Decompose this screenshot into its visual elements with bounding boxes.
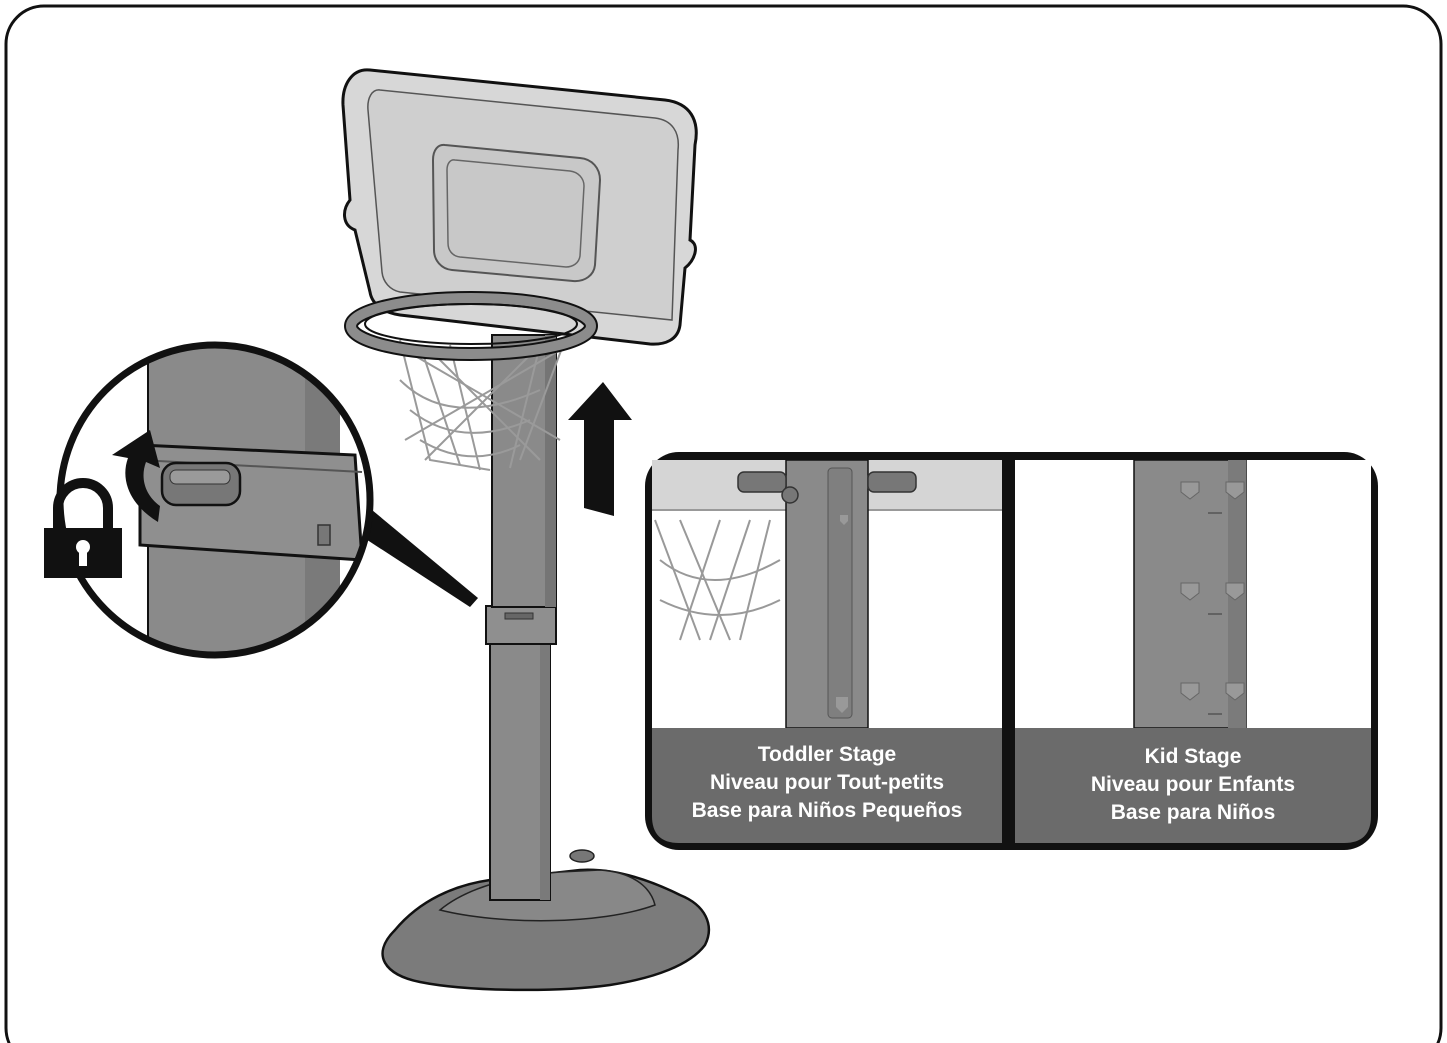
basketball-hoop	[341, 68, 711, 992]
toddler-stage-caption: Toddler Stage Niveau pour Tout-petits Ba…	[652, 741, 1002, 825]
stage-panel	[645, 452, 1378, 850]
backboard-target	[431, 143, 602, 283]
kid-stage-french: Niveau pour Enfants	[1090, 773, 1296, 796]
kid-stage-spanish: Base para Niños	[1110, 801, 1276, 824]
toddler-stage-spanish: Base para Niños Pequeños	[691, 799, 963, 822]
lock-icon	[44, 478, 122, 578]
pole-collar	[485, 605, 557, 645]
toddler-stage-french: Niveau pour Tout-petits	[709, 771, 945, 794]
toddler-stage-image	[652, 460, 1002, 728]
kid-stage-image	[1133, 460, 1247, 728]
up-arrow-icon	[568, 382, 632, 516]
hoop-net	[399, 339, 566, 471]
kid-stage-caption: Kid Stage Niveau pour Enfants Base para …	[1015, 743, 1371, 827]
curved-arrow-icon	[112, 430, 160, 522]
toddler-stage-title: Toddler Stage	[757, 743, 897, 766]
kid-stage-title: Kid Stage	[1144, 745, 1242, 768]
